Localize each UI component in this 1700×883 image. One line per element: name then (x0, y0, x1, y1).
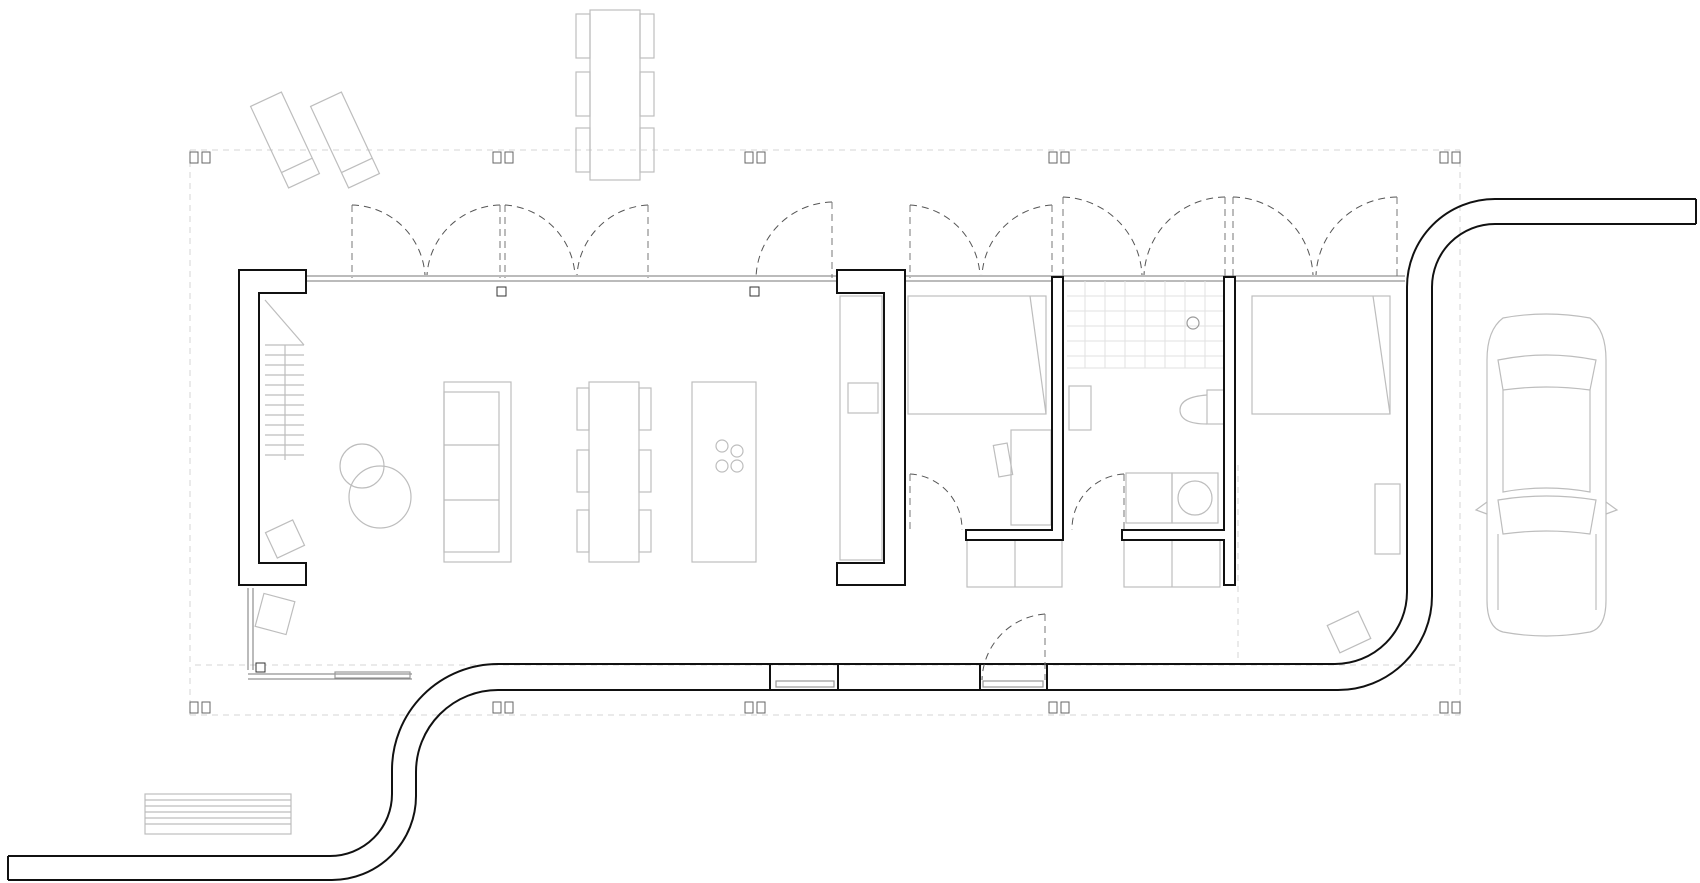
grid-marker-bottom-5 (1439, 701, 1461, 714)
armchair-entrance (254, 592, 296, 636)
wardrobe-2 (1123, 534, 1221, 588)
bathroom-wall (1121, 276, 1236, 586)
grid-marker-bottom-4 (1048, 701, 1070, 714)
grid-marker-top-4 (1048, 151, 1070, 164)
armchair-bedroom-2 (1326, 610, 1372, 654)
structural-grid (189, 149, 1461, 716)
bed-2 (1251, 295, 1391, 415)
parked-car (1474, 313, 1619, 637)
grid-marker-bottom-1 (189, 701, 211, 714)
sun-loungers (249, 91, 381, 189)
grid-marker-bottom-3 (744, 701, 766, 714)
desk-1 (992, 429, 1052, 526)
wall-window-2 (982, 680, 1044, 688)
grid-marker-top-1 (189, 151, 211, 164)
laundry (1125, 472, 1219, 524)
entry-steps (144, 793, 292, 835)
bedroom-1-door-swing (909, 473, 963, 531)
entrance-glazing (247, 588, 412, 680)
left-core-wall (238, 269, 307, 586)
sofa (443, 381, 512, 563)
kitchen-core-wall (836, 269, 906, 586)
garden-gate-swing (981, 613, 1046, 681)
outdoor-dining-table (575, 9, 655, 181)
staircase (264, 299, 305, 460)
wardrobe-1 (966, 534, 1063, 588)
bathroom-tiles (1067, 281, 1225, 369)
kitchen-counter (839, 295, 883, 561)
coffee-tables (339, 443, 412, 529)
armchair-left-core (264, 519, 306, 559)
bathroom-fixtures (1068, 385, 1228, 431)
bedroom-1-wall (965, 276, 1064, 541)
grid-marker-top-3 (744, 151, 766, 164)
grid-marker-bottom-2 (492, 701, 514, 714)
grid-markers (189, 151, 1461, 714)
grid-marker-top-5 (1439, 151, 1461, 164)
dining-table (576, 381, 652, 563)
desk-2 (1374, 483, 1401, 555)
door-swings-top (351, 196, 1398, 279)
bathroom-door-swing (1071, 473, 1125, 531)
kitchen-island (691, 381, 757, 563)
bed-1 (907, 295, 1047, 415)
grid-marker-top-2 (492, 151, 514, 164)
boundary-wall-curve (8, 198, 1696, 857)
wall-window-1 (775, 680, 835, 688)
boundary-wall-curve-inner (8, 223, 1696, 881)
